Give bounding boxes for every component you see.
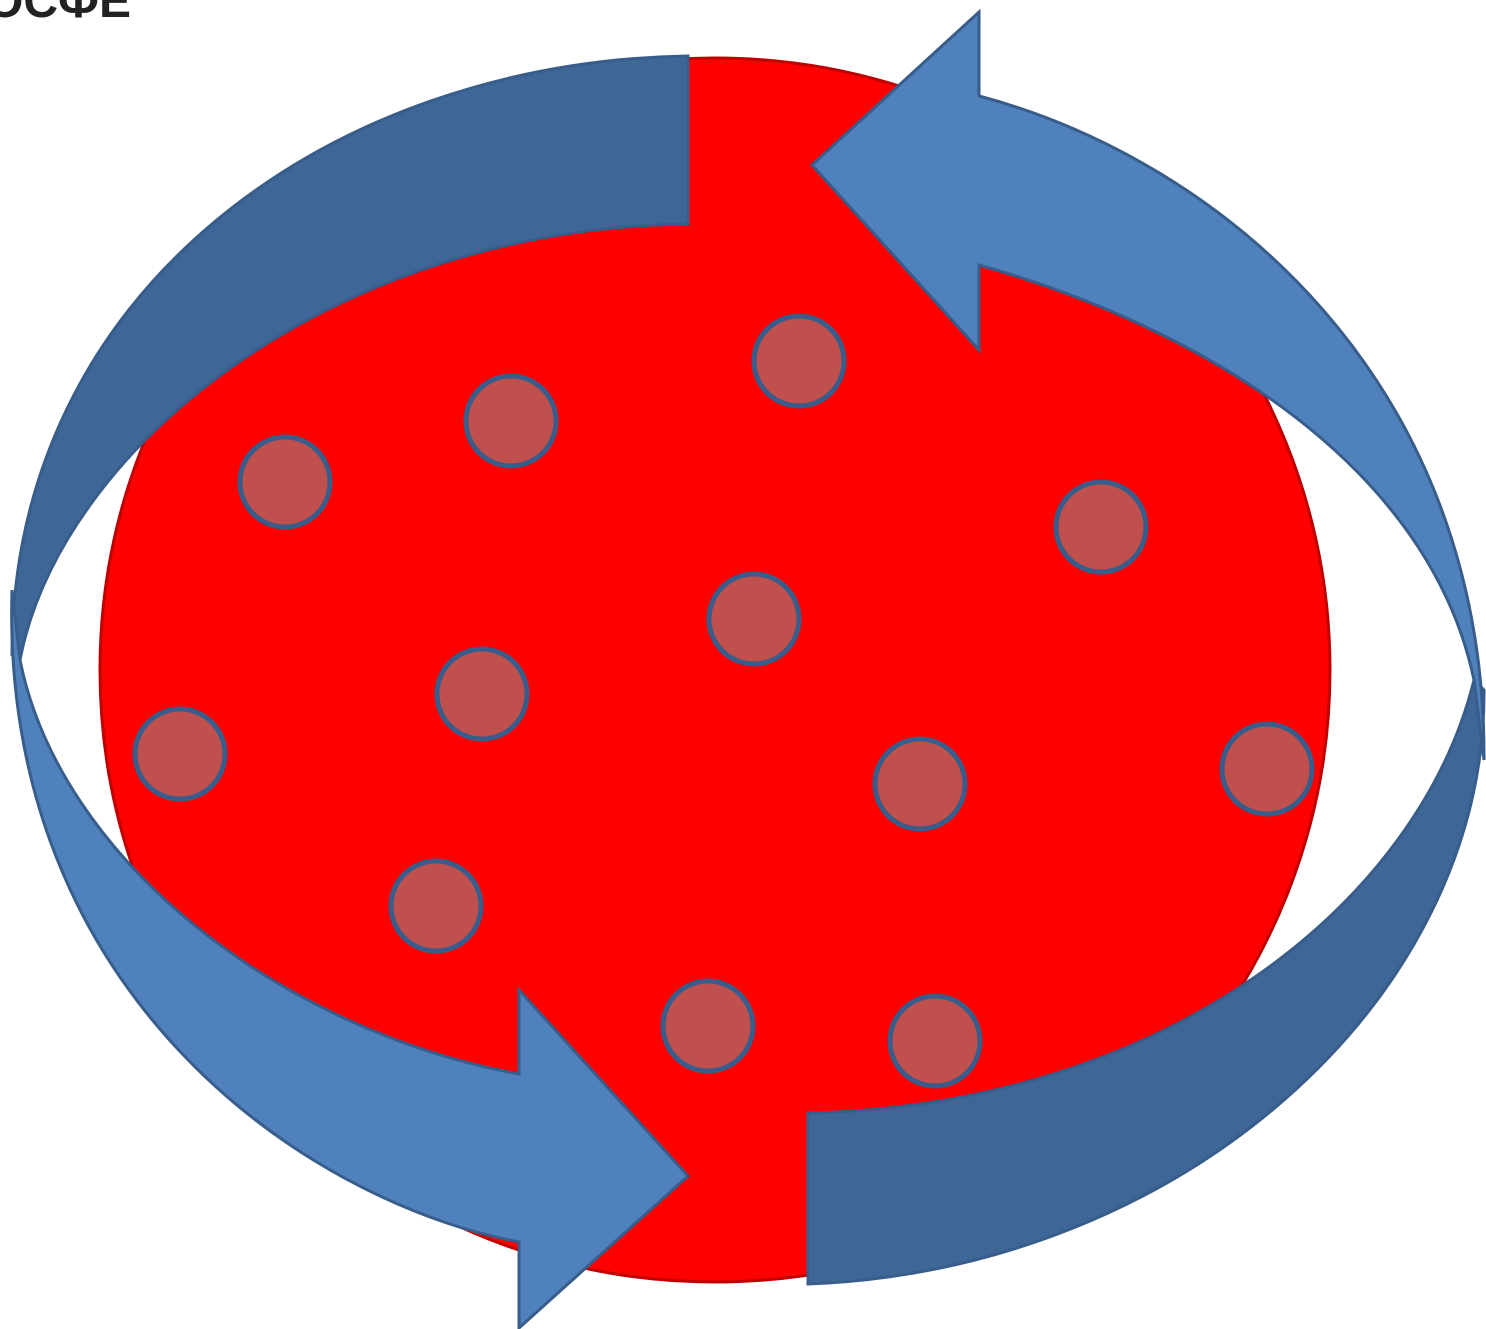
- particle: [890, 996, 980, 1086]
- particle: [1056, 482, 1146, 572]
- particle: [391, 861, 481, 951]
- particle: [1222, 724, 1312, 814]
- particle: [437, 649, 527, 739]
- particle: [135, 709, 225, 799]
- particle: [754, 316, 844, 406]
- particle: [709, 574, 799, 664]
- particle: [240, 437, 330, 527]
- particle: [466, 376, 556, 466]
- particle: [875, 739, 965, 829]
- particle: [663, 981, 753, 1071]
